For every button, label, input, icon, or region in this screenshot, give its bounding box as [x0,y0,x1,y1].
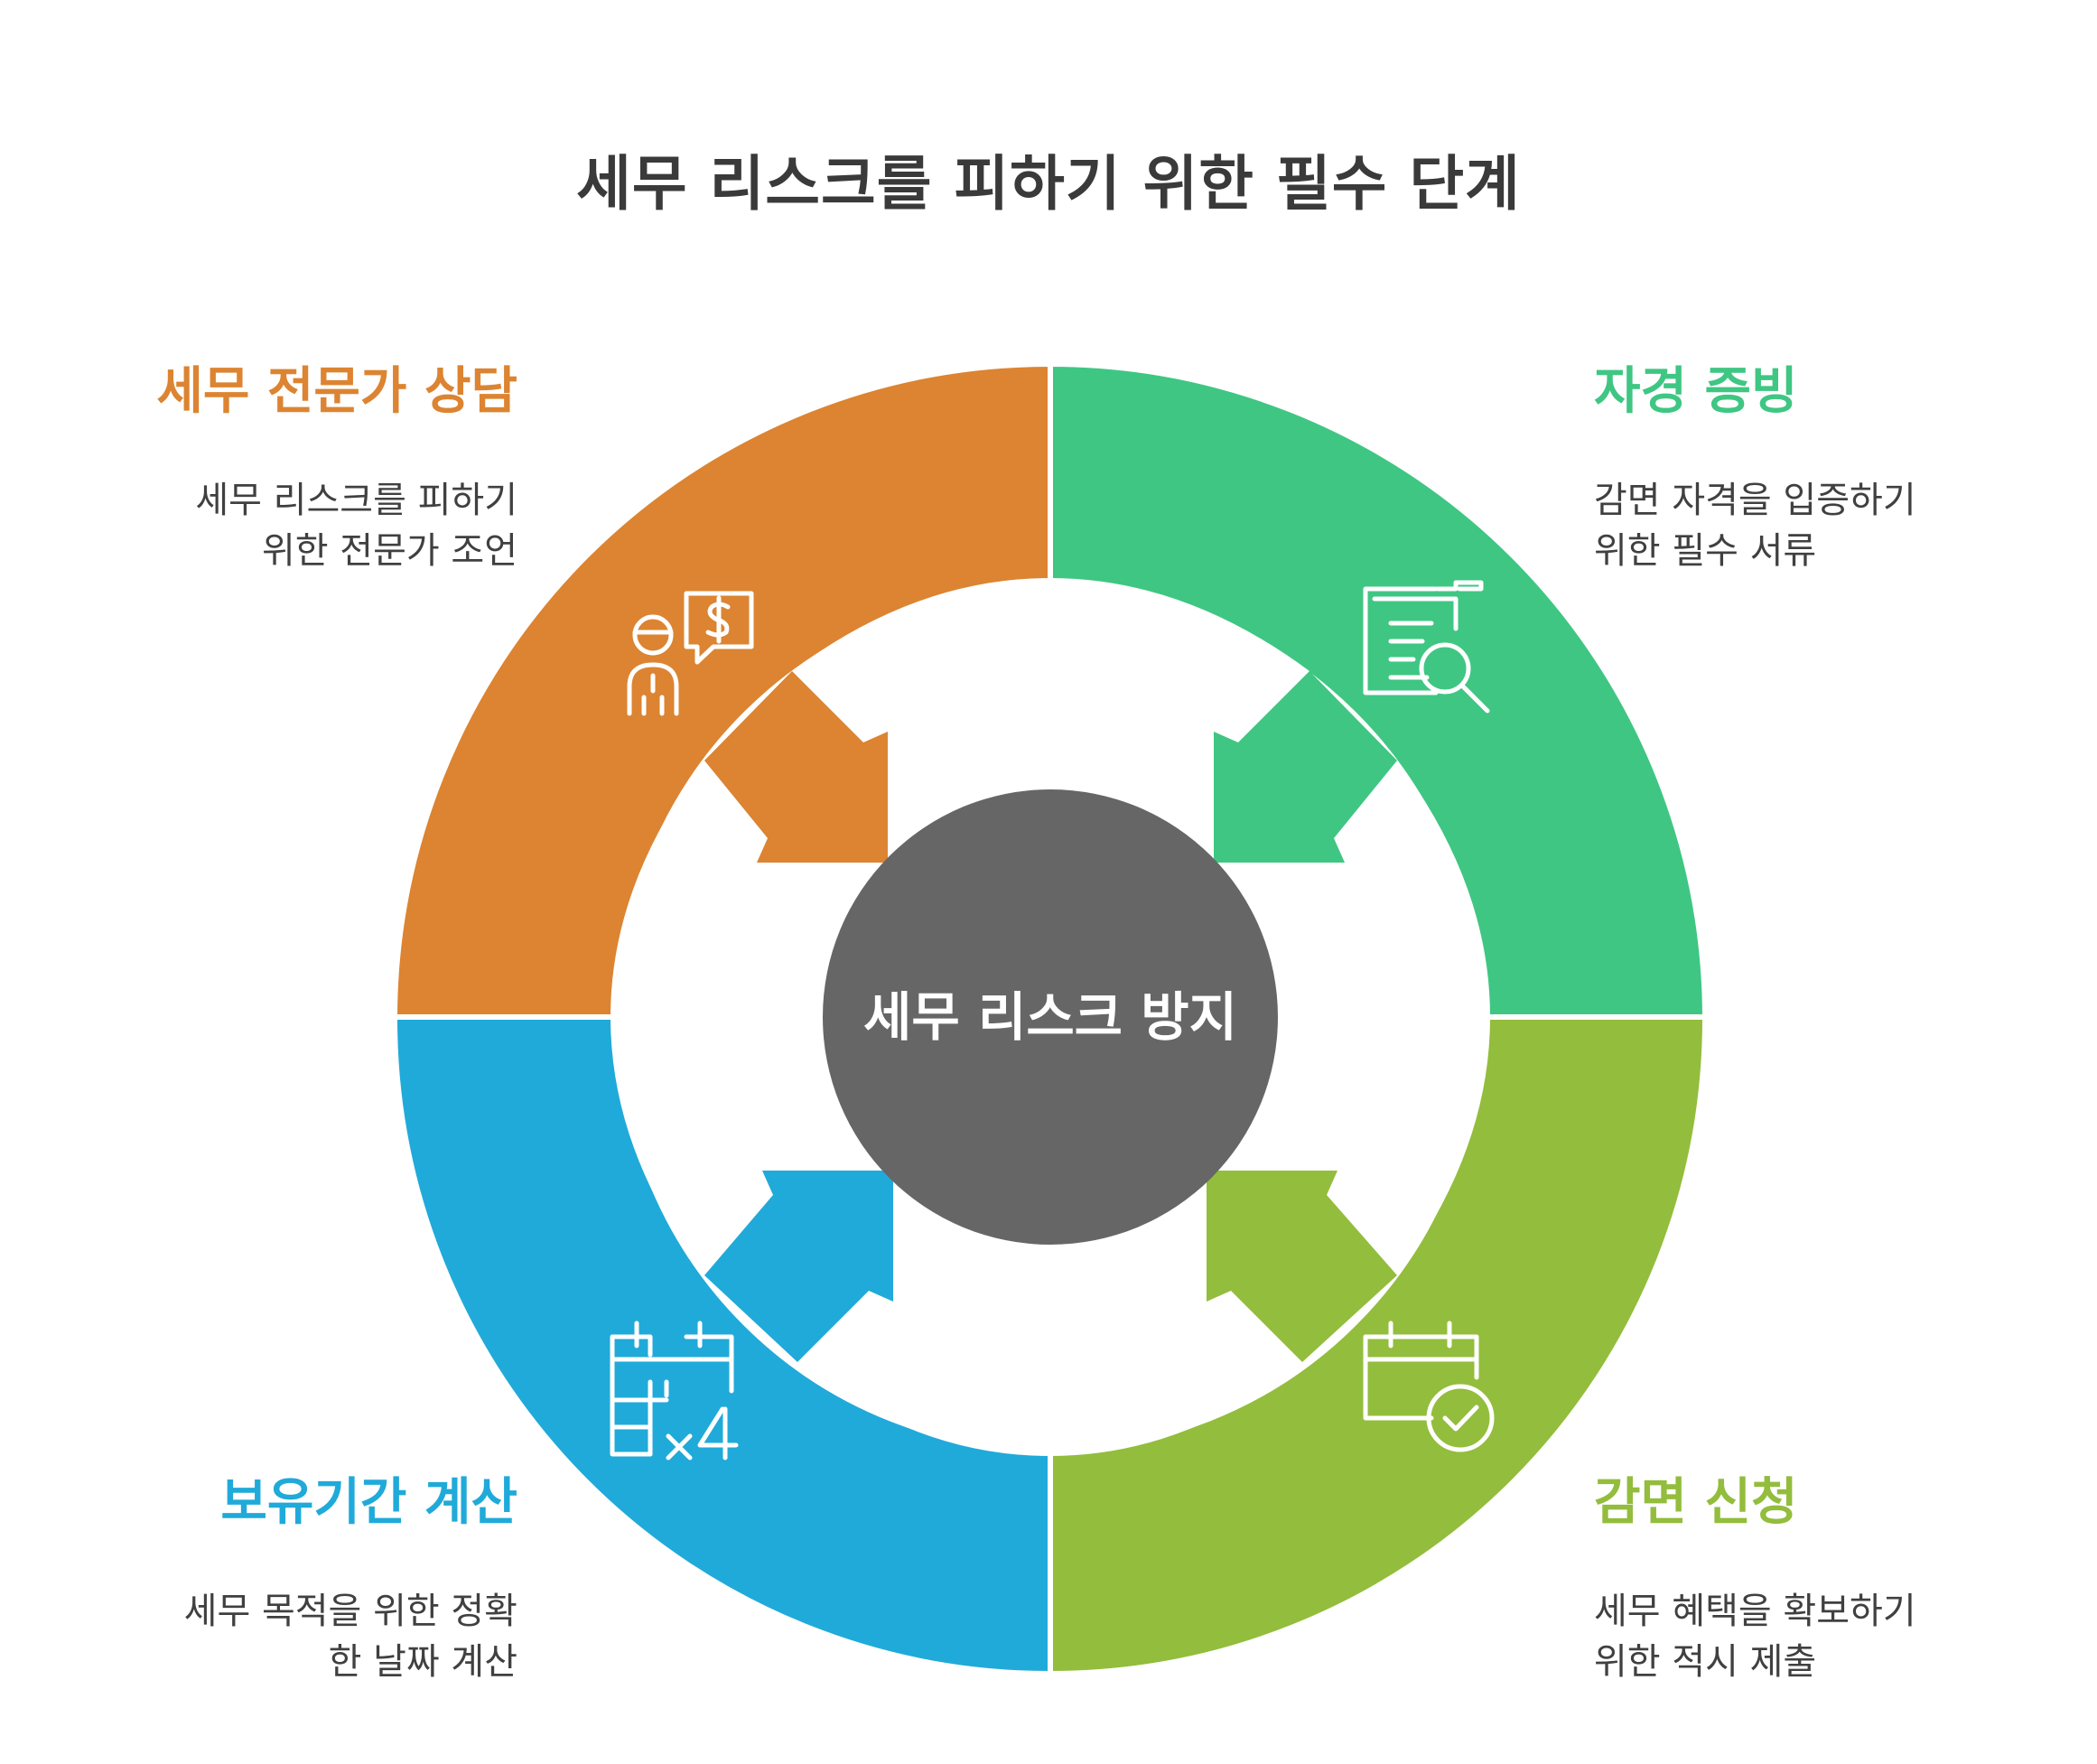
step-title: 보유기간 계산 [220,1473,517,1532]
step-title: 자경 증빙 [1594,362,1798,421]
step-label-farming-proof: 자경 증빙 감면 자격을 입증하기 위한 필수 서류 [1594,361,2097,576]
document-search-icon [1363,580,1490,714]
gap-bottom [797,1237,1302,1456]
gap-right [1273,761,1490,1275]
calendar-check-icon [1363,1321,1495,1452]
gap-top [792,578,1309,795]
arrow-bottom-left [704,1171,893,1362]
center-label: 세무 리스크 방지 [863,986,1237,1048]
step-description: 세무 리스크를 피하기 위한 전문가 조언 [195,480,517,572]
center-circle [823,789,1278,1245]
step-label-reduction-application: 감면 신청 세무 혜택을 확보하기 위한 적시 제출 [1594,1472,2097,1687]
gap-left [610,761,827,1275]
step-description: 세무 혜택을 확보하기 위한 적시 제출 [1594,1591,1916,1683]
page-title: 세무 리스크를 피하기 위한 필수 단계 [576,149,1521,219]
calendar-multiply-icon [610,1321,739,1461]
step-description: 감면 자격을 입증하기 위한 필수 서류 [1594,480,1916,572]
consultant-dollar-icon [627,591,754,716]
segment-bottom-left [391,1014,1053,1677]
step-label-holding-period: 보유기간 계산 세무 목적을 위한 정확 한 날짜 계산 [0,1472,517,1687]
step-title: 감면 신청 [1594,1473,1798,1532]
step-title: 세무 전문가 상담 [156,362,517,421]
arrow-top-right [1214,671,1397,863]
step-label-expert-consultation: 세무 전문가 상담 세무 리스크를 피하기 위한 전문가 조언 [0,361,517,576]
arrow-bottom-right [1207,1171,1397,1362]
arrow-top-left [704,671,888,863]
step-description: 세무 목적을 위한 정확 한 날짜 계산 [183,1591,517,1683]
